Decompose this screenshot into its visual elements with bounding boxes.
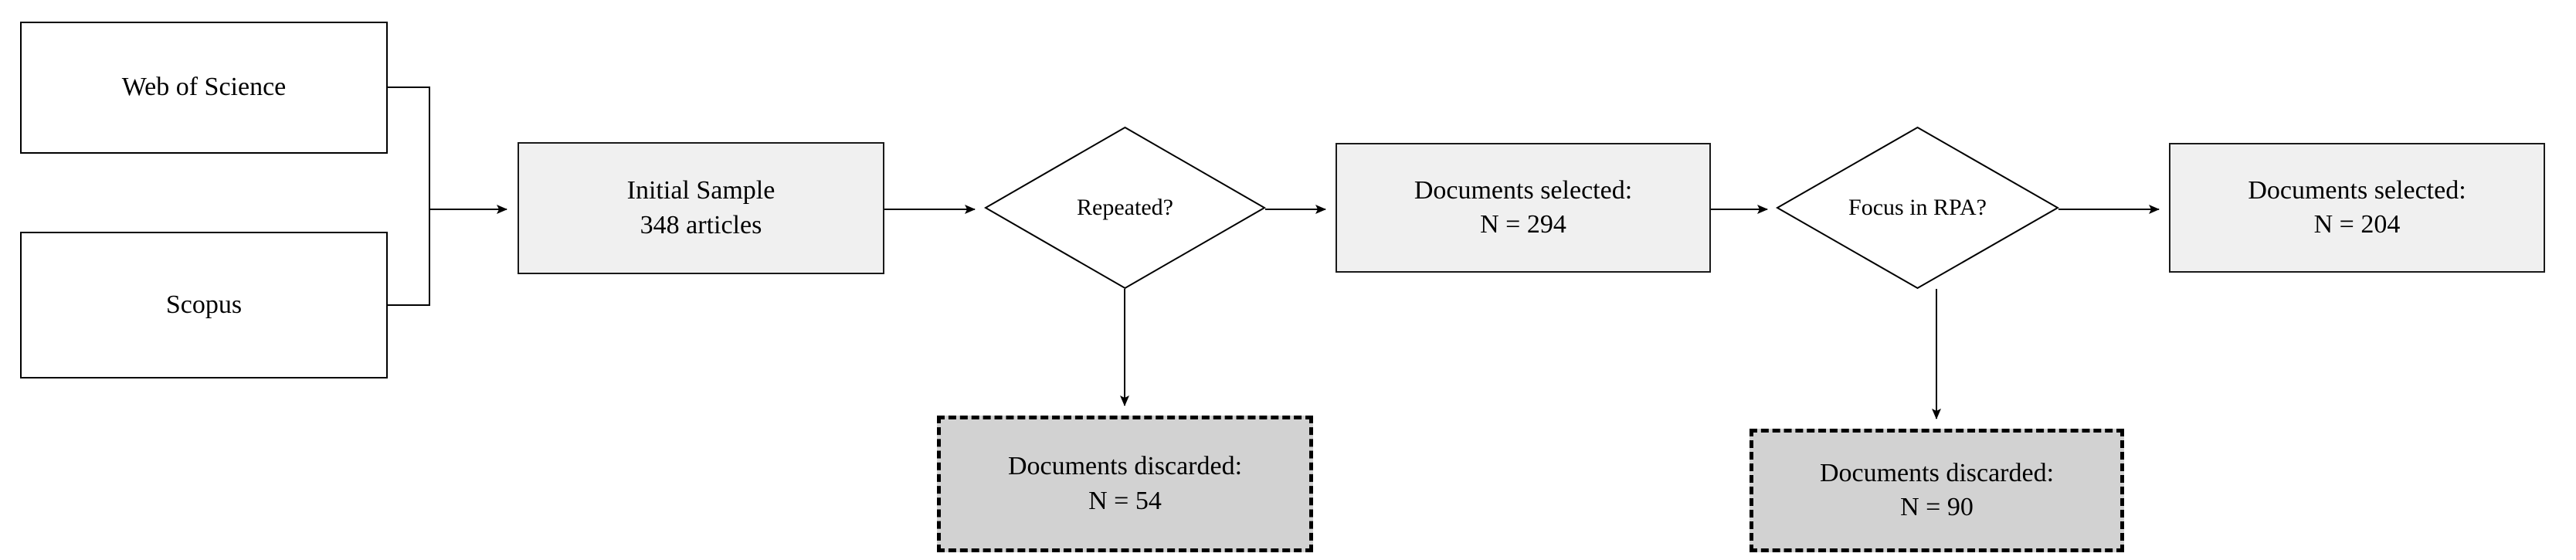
node-label-line1: Documents discarded:: [1819, 458, 2055, 487]
node-source-web-of-science[interactable]: Web of Science: [20, 22, 388, 154]
node-label-line2: N = 90: [1900, 493, 1974, 521]
node-label-line2: 348 articles: [640, 210, 762, 239]
node-source-scopus[interactable]: Scopus: [20, 232, 388, 378]
node-label-line1: Initial Sample: [626, 176, 776, 205]
node-label-line1: Documents selected:: [1414, 175, 1633, 205]
node-label-line1: Documents selected:: [2248, 175, 2466, 205]
node-selected-204[interactable]: Documents selected: N = 204: [2169, 143, 2545, 273]
node-label: Web of Science: [121, 73, 287, 102]
node-label-line1: Documents discarded:: [1007, 452, 1243, 481]
node-label-line2: N = 204: [2313, 210, 2401, 239]
edge-sources-to-initial-sample: [388, 87, 507, 306]
node-label-line2: N = 54: [1088, 486, 1162, 515]
node-discarded-90[interactable]: Documents discarded: N = 90: [1750, 429, 2124, 552]
diamond-shape: [1775, 126, 2060, 290]
node-selected-294[interactable]: Documents selected: N = 294: [1336, 143, 1711, 273]
node-label: Focus in RPA?: [1848, 195, 1987, 220]
node-label-line2: N = 294: [1480, 210, 1566, 239]
node-label: Scopus: [165, 290, 243, 319]
node-discarded-54[interactable]: Documents discarded: N = 54: [937, 416, 1313, 552]
node-decision-repeated[interactable]: Repeated?: [983, 126, 1267, 290]
node-initial-sample[interactable]: Initial Sample 348 articles: [518, 142, 884, 274]
node-label: Repeated?: [1077, 195, 1173, 220]
node-decision-focus-in-rpa[interactable]: Focus in RPA?: [1775, 126, 2060, 290]
diamond-shape: [983, 126, 1267, 290]
